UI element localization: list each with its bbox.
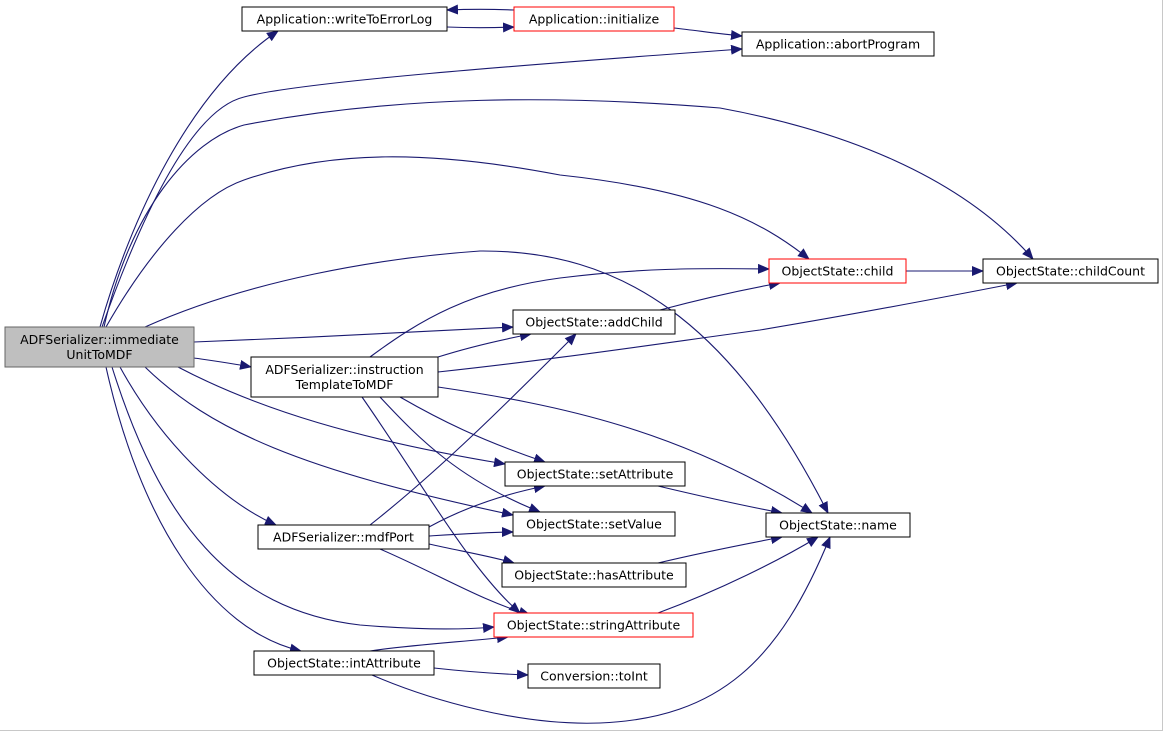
edge-mdfPort-to-setValue bbox=[428, 527, 514, 538]
node-label-writeToErrorLog: Application::writeToErrorLog bbox=[257, 12, 433, 27]
node-label-toInt: Conversion::toInt bbox=[540, 669, 648, 684]
node-box-setAttribute[interactable] bbox=[504, 461, 686, 487]
node-child[interactable]: ObjectState::child bbox=[768, 258, 907, 284]
node-label-root-line-2: UnitToMDF bbox=[66, 347, 132, 362]
edge-root-to-childCount bbox=[103, 99, 1034, 328]
edge-root-to-addChild bbox=[193, 322, 514, 343]
edge-root-to-child bbox=[105, 156, 810, 328]
node-box-child[interactable] bbox=[768, 258, 907, 284]
node-box-setValue[interactable] bbox=[512, 511, 676, 537]
node-label-intAttribute: ObjectState::intAttribute bbox=[267, 656, 421, 671]
edge-root-to-mdfPort bbox=[119, 366, 277, 526]
edge-initialize-to-writeToErrorLog bbox=[446, 4, 515, 15]
node-box-name[interactable] bbox=[765, 512, 911, 538]
node-label-abortProgram: Application::abortProgram bbox=[756, 37, 920, 52]
edge-intAttribute-to-toInt bbox=[433, 667, 529, 680]
node-writeToErrorLog[interactable]: Application::writeToErrorLog bbox=[241, 6, 448, 32]
edge-root-to-name bbox=[144, 250, 829, 514]
edge-writeToErrorLog-to-initialize bbox=[446, 22, 515, 33]
node-box-hasAttribute[interactable] bbox=[501, 562, 687, 588]
node-label-setValue: ObjectState::setValue bbox=[526, 517, 662, 532]
node-label-root-line-1: ADFSerializer::immediate bbox=[20, 332, 179, 347]
edge-root-to-instructionTemplate bbox=[193, 357, 252, 370]
node-abortProgram[interactable]: Application::abortProgram bbox=[741, 31, 935, 57]
node-stringAttribute[interactable]: ObjectState::stringAttribute bbox=[493, 612, 694, 638]
node-box-abortProgram[interactable] bbox=[741, 31, 935, 57]
node-box-writeToErrorLog[interactable] bbox=[241, 6, 448, 32]
node-label-initialize: Application::initialize bbox=[529, 12, 660, 27]
edge-instructionTemplate-to-stringAttribute bbox=[361, 396, 521, 614]
node-box-toInt[interactable] bbox=[527, 663, 661, 689]
edge-root-to-setAttribute bbox=[177, 366, 506, 468]
node-box-mdfPort[interactable] bbox=[257, 524, 430, 550]
node-addChild[interactable]: ObjectState::addChild bbox=[512, 309, 676, 335]
node-box-intAttribute[interactable] bbox=[253, 650, 435, 676]
node-label-mdfPort: ADFSerializer::mdfPort bbox=[273, 530, 414, 545]
node-box-root[interactable] bbox=[4, 326, 195, 368]
node-setValue[interactable]: ObjectState::setValue bbox=[512, 511, 676, 537]
edges-layer bbox=[99, 4, 1034, 724]
node-box-addChild[interactable] bbox=[512, 309, 676, 335]
edge-instructionTemplate-to-childCount bbox=[437, 280, 1018, 373]
edge-setAttribute-to-name bbox=[657, 485, 783, 516]
node-box-stringAttribute[interactable] bbox=[493, 612, 694, 638]
node-label-addChild: ObjectState::addChild bbox=[525, 315, 662, 330]
edge-intAttribute-to-name bbox=[371, 536, 831, 724]
edge-instructionTemplate-to-child bbox=[369, 263, 770, 358]
node-toInt[interactable]: Conversion::toInt bbox=[527, 663, 661, 689]
edge-root-to-setValue bbox=[144, 366, 514, 518]
node-intAttribute[interactable]: ObjectState::intAttribute bbox=[253, 650, 435, 676]
edge-instructionTemplate-to-name bbox=[437, 386, 813, 514]
node-box-initialize[interactable] bbox=[513, 6, 675, 32]
node-childCount[interactable]: ObjectState::childCount bbox=[982, 258, 1159, 284]
edge-root-to-abortProgram bbox=[101, 44, 743, 328]
node-label-hasAttribute: ObjectState::hasAttribute bbox=[514, 568, 674, 583]
node-mdfPort[interactable]: ADFSerializer::mdfPort bbox=[257, 524, 430, 550]
edge-mdfPort-to-stringAttribute bbox=[379, 548, 531, 617]
node-setAttribute[interactable]: ObjectState::setAttribute bbox=[504, 461, 686, 487]
node-label-setAttribute: ObjectState::setAttribute bbox=[517, 467, 674, 482]
edge-instructionTemplate-to-setValue bbox=[379, 396, 541, 513]
edge-initialize-to-abortProgram bbox=[673, 27, 743, 40]
edge-root-to-writeToErrorLog bbox=[99, 30, 279, 328]
edge-stringAttribute-to-name bbox=[657, 536, 819, 614]
edge-addChild-to-child bbox=[659, 280, 781, 311]
edge-root-to-intAttribute bbox=[105, 366, 302, 654]
edge-hasAttribute-to-name bbox=[657, 534, 783, 564]
edge-root-to-stringAttribute bbox=[111, 366, 495, 633]
node-initialize[interactable]: Application::initialize bbox=[513, 6, 675, 32]
node-label-child: ObjectState::child bbox=[782, 264, 894, 279]
node-name[interactable]: ObjectState::name bbox=[765, 512, 911, 538]
node-hasAttribute[interactable]: ObjectState::hasAttribute bbox=[501, 562, 687, 588]
node-label-stringAttribute: ObjectState::stringAttribute bbox=[507, 618, 681, 633]
edge-intAttribute-to-stringAttribute bbox=[369, 633, 509, 652]
edge-mdfPort-to-hasAttribute bbox=[428, 543, 515, 565]
node-label-instructionTemplate-line-2: TemplateToMDF bbox=[295, 377, 394, 392]
edge-instructionTemplate-to-setAttribute bbox=[399, 396, 546, 464]
node-box-childCount[interactable] bbox=[982, 258, 1159, 284]
node-label-instructionTemplate-line-1: ADFSerializer::instruction bbox=[265, 362, 423, 377]
node-box-instructionTemplate[interactable] bbox=[250, 356, 439, 398]
edge-mdfPort-to-setAttribute bbox=[428, 483, 546, 528]
edge-instructionTemplate-to-addChild bbox=[437, 331, 532, 358]
node-label-childCount: ObjectState::childCount bbox=[996, 264, 1145, 279]
node-label-name: ObjectState::name bbox=[779, 518, 897, 533]
edge-mdfPort-to-addChild bbox=[369, 333, 577, 526]
